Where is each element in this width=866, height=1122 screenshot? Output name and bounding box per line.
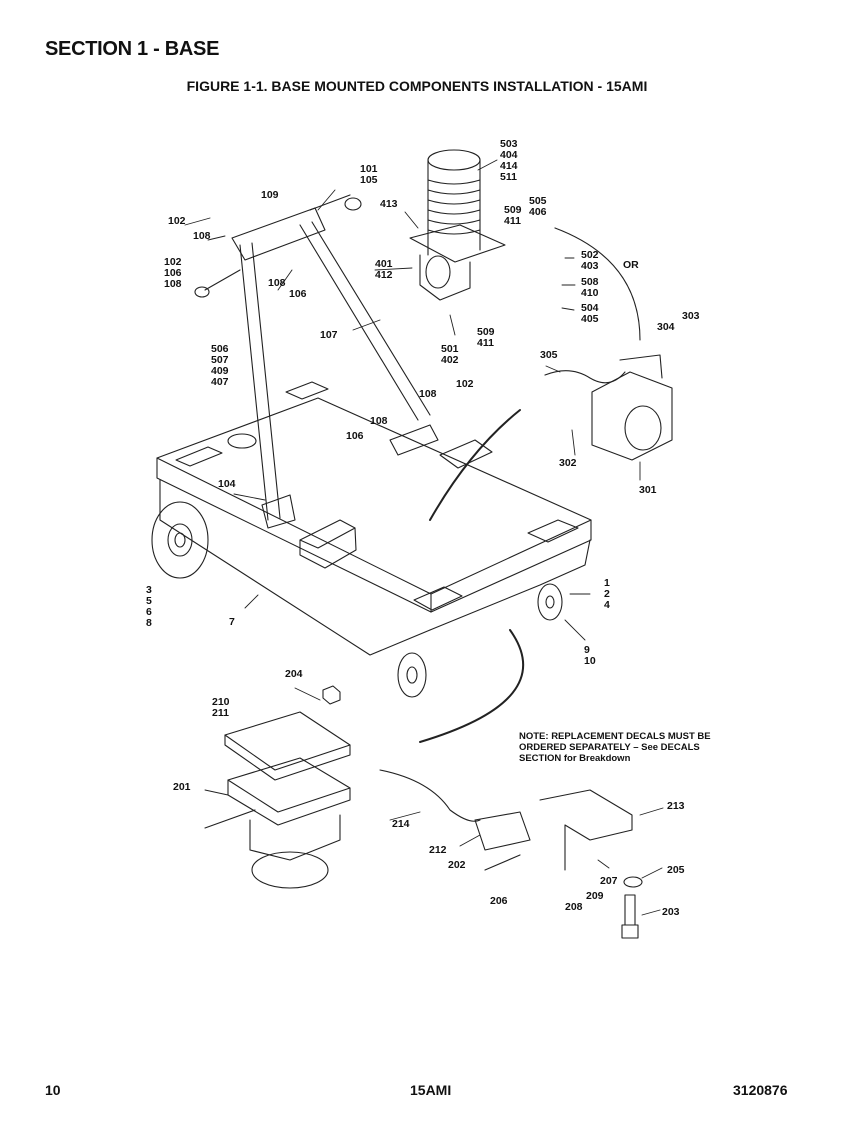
callout-label-3-line-3: 6 bbox=[146, 606, 152, 618]
callout-label-503-line-4: 511 bbox=[500, 171, 517, 183]
callout-label-302-line-1: 302 bbox=[559, 457, 577, 469]
callout-label-1-line-1: 1 bbox=[604, 577, 610, 589]
callout-label-108d-line-1: 108 bbox=[370, 415, 388, 427]
callout-label-501-line-2: 402 bbox=[441, 354, 459, 366]
replacement-decals-note: NOTE: REPLACEMENT DECALS MUST BE ORDERED… bbox=[519, 731, 729, 764]
callout-label-102c-line-1: 102 bbox=[456, 378, 474, 390]
callout-label-205-line-1: 205 bbox=[667, 864, 685, 876]
callout-label-210-line-2: 211 bbox=[212, 707, 229, 719]
callout-label-508-line-2: 410 bbox=[581, 287, 599, 299]
section-title: SECTION 1 - BASE bbox=[45, 38, 220, 60]
callout-label-9-line-1: 9 bbox=[584, 644, 590, 656]
callout-label-305-line-1: 305 bbox=[540, 349, 558, 361]
callout-label-214-line-1: 214 bbox=[392, 818, 410, 830]
callout-label-207-line-1: 207 bbox=[600, 875, 618, 887]
callout-label-506-line-2: 507 bbox=[211, 354, 229, 366]
handle-drawing bbox=[194, 194, 439, 529]
horn-drawing bbox=[544, 354, 673, 461]
page-number: 10 bbox=[45, 1082, 61, 1098]
callout-label-212-line-1: 212 bbox=[429, 844, 447, 856]
note-line-2: ORDERED SEPARATELY – See DECALS bbox=[519, 742, 700, 753]
document-number: 3120876 bbox=[733, 1082, 788, 1098]
callout-label-504-line-1: 504 bbox=[581, 302, 599, 314]
callout-label-503-line-2: 404 bbox=[500, 149, 518, 161]
callout-label-301-line-1: 301 bbox=[639, 484, 657, 496]
callout-label-502-line-1: 502 bbox=[581, 249, 599, 261]
callout-label-201-line-1: 201 bbox=[173, 781, 191, 793]
rear-wheel-drawing bbox=[397, 652, 427, 698]
callout-label-505-line-1: 505 bbox=[529, 195, 547, 207]
beacon-drawing bbox=[409, 149, 506, 301]
callout-label-102b-line-1: 102 bbox=[164, 256, 182, 268]
bolt-203-drawing bbox=[621, 894, 639, 939]
washer-205-drawing bbox=[623, 876, 643, 888]
callout-label-206-line-1: 206 bbox=[490, 895, 508, 907]
callout-label-502-line-2: 403 bbox=[581, 260, 599, 272]
callout-label-209-line-1: 209 bbox=[586, 890, 604, 902]
callout-label-9-line-2: 10 bbox=[584, 655, 596, 667]
callout-label-108b-line-1: 108 bbox=[268, 277, 286, 289]
callout-label-503-line-3: 414 bbox=[500, 160, 518, 172]
callout-label-106b-line-1: 106 bbox=[346, 430, 364, 442]
swing-arrow-down bbox=[419, 629, 525, 743]
model-name: 15AMI bbox=[410, 1082, 452, 1098]
callout-label-401-line-2: 412 bbox=[375, 269, 393, 281]
callout-label-208-line-1: 208 bbox=[565, 901, 583, 913]
callout-label-501-line-1: 501 bbox=[441, 343, 459, 355]
callout-label-102b-line-2: 106 bbox=[164, 267, 182, 279]
callout-label-203-line-1: 203 bbox=[662, 906, 680, 918]
callout-label-506-line-3: 409 bbox=[211, 365, 229, 377]
callout-label-1-line-2: 2 bbox=[604, 588, 610, 600]
callout-label-509b-line-1: 509 bbox=[477, 326, 495, 338]
callout-label-108c-line-1: 108 bbox=[419, 388, 437, 400]
callout-label-509b-line-2: 411 bbox=[477, 337, 494, 349]
swing-arrow-up bbox=[429, 409, 521, 521]
callout-label-or-line-1: OR bbox=[623, 259, 639, 271]
callout-label-107-line-1: 107 bbox=[320, 329, 338, 341]
callout-label-202-line-1: 202 bbox=[448, 859, 466, 871]
note-line-1: NOTE: REPLACEMENT DECALS MUST BE bbox=[519, 731, 711, 742]
switch-bracket-drawing bbox=[379, 769, 633, 871]
front-wheel-left-drawing bbox=[151, 501, 209, 579]
callout-label-303-line-1: 303 bbox=[682, 310, 700, 322]
callout-label-506-line-1: 506 bbox=[211, 343, 229, 355]
callout-label-504-line-2: 405 bbox=[581, 313, 599, 325]
callout-label-108a-line-1: 108 bbox=[193, 230, 211, 242]
callout-label-3-line-1: 3 bbox=[146, 584, 152, 596]
callout-label-109-line-1: 109 bbox=[261, 189, 279, 201]
callout-label-508-line-1: 508 bbox=[581, 276, 599, 288]
callout-label-7-line-1: 7 bbox=[229, 616, 235, 628]
outrigger-pad-drawing bbox=[204, 711, 351, 889]
callout-label-506-line-4: 407 bbox=[211, 376, 229, 388]
callout-label-101-line-2: 105 bbox=[360, 174, 378, 186]
callout-label-503-line-1: 503 bbox=[500, 138, 518, 150]
callout-label-101-line-1: 101 bbox=[360, 163, 378, 175]
callout-label-210-line-1: 210 bbox=[212, 696, 230, 708]
callout-label-106a-line-1: 106 bbox=[289, 288, 307, 300]
callout-label-213-line-1: 213 bbox=[667, 800, 685, 812]
note-line-3: SECTION for Breakdown bbox=[519, 753, 631, 764]
callout-label-509a-line-2: 411 bbox=[504, 215, 521, 227]
callout-label-304-line-1: 304 bbox=[657, 321, 675, 333]
callout-label-204-line-1: 204 bbox=[285, 668, 303, 680]
callout-label-1-line-3: 4 bbox=[604, 599, 610, 611]
callout-label-505-line-2: 406 bbox=[529, 206, 547, 218]
callout-label-102b-line-3: 108 bbox=[164, 278, 182, 290]
figure-title-text: FIGURE 1-1. BASE MOUNTED COMPONENTS INST… bbox=[186, 78, 648, 94]
callout-label-3-line-2: 5 bbox=[146, 595, 152, 607]
callout-label-3-line-4: 8 bbox=[146, 617, 152, 629]
base-frame-drawing bbox=[156, 381, 592, 656]
callout-label-104-line-1: 104 bbox=[218, 478, 236, 490]
callout-label-102a-line-1: 102 bbox=[168, 215, 186, 227]
callout-label-401-line-1: 401 bbox=[375, 258, 393, 270]
callout-label-509a-line-1: 509 bbox=[504, 204, 522, 216]
callout-label-413-line-1: 413 bbox=[380, 198, 398, 210]
figure-title: FIGURE 1-1. BASE MOUNTED COMPONENTS INST… bbox=[0, 78, 866, 94]
nut-204-drawing bbox=[322, 685, 341, 705]
rear-wheel-right-drawing bbox=[537, 583, 563, 621]
